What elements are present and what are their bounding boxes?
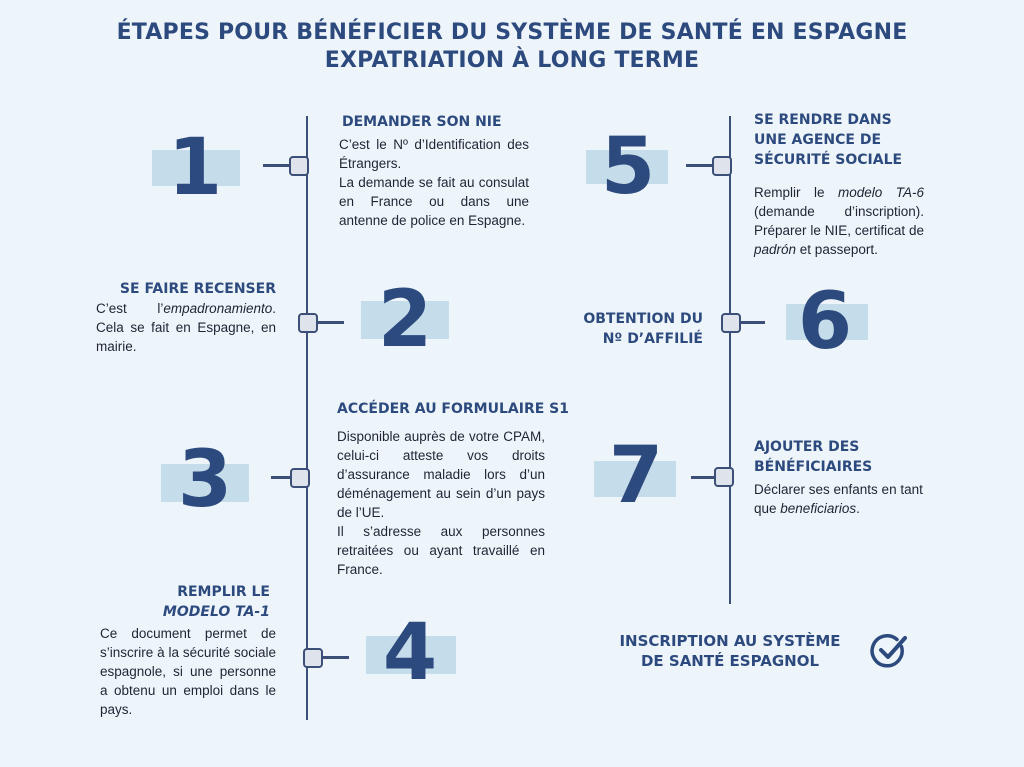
step-3-number: 3 bbox=[177, 435, 233, 525]
step-5-heading: SE RENDRE DANS UNE AGENCE DE SÉCURITÉ SO… bbox=[754, 112, 903, 168]
step-2-body-post: . Cela se fait en Espagne, en mairie. bbox=[96, 301, 276, 354]
step-2-body-pre: C’est l’ bbox=[96, 301, 164, 316]
final-label-line1: INSCRIPTION AU SYSTÈME bbox=[619, 632, 841, 650]
step-4-body: Ce document permet de s’inscrire à la sé… bbox=[100, 626, 276, 717]
step-3-node bbox=[290, 468, 310, 488]
step-2-number: 2 bbox=[377, 275, 433, 365]
title-line-1: ÉTAPES POUR BÉNÉFICIER DU SYSTÈME DE SAN… bbox=[116, 20, 908, 45]
step-2-body: C’est l’empadronamiento. Cela se fait en… bbox=[96, 299, 276, 356]
step-6-number-bg bbox=[786, 304, 868, 340]
step-5-body-1: Remplir le bbox=[754, 185, 838, 200]
step-1-body-p2: La demande se fait au consulat en France… bbox=[339, 175, 529, 228]
step-5-number: 5 bbox=[600, 122, 656, 212]
step-1-node bbox=[289, 156, 309, 176]
step-1-connector bbox=[263, 164, 291, 167]
step-6-connector bbox=[741, 321, 765, 324]
step-6-node bbox=[721, 313, 741, 333]
step-6-heading: OBTENTION DU Nº D’AFFILIÉ bbox=[560, 309, 703, 349]
step-5-node bbox=[712, 156, 732, 176]
step-7-heading: AJOUTER DES BÉNÉFICIAIRES bbox=[754, 439, 873, 475]
step-4-heading-italic: MODELO TA-1 bbox=[162, 604, 270, 620]
step-5-body-2: modelo TA-6 bbox=[837, 185, 924, 200]
step-1-body: C’est le Nº d’Identification des Étrange… bbox=[339, 135, 529, 230]
step-3-body-p1: Disponible auprès de votre CPAM, celui-c… bbox=[337, 429, 545, 520]
step-1-number-bg bbox=[152, 150, 240, 186]
step-4-heading: REMPLIR LE MODELO TA-1 bbox=[120, 582, 270, 622]
step-1-heading: DEMANDER SON NIE bbox=[342, 114, 502, 130]
step-2-heading: SE FAIRE RECENSER bbox=[119, 281, 276, 297]
step-2-number-bg bbox=[361, 301, 449, 339]
final-label-line2: DE SANTÉ ESPAGNOL bbox=[640, 652, 820, 670]
step-7-number: 7 bbox=[608, 431, 664, 521]
step-6-heading-line1: OBTENTION DU bbox=[583, 311, 703, 327]
step-5-body: Remplir le modelo TA-6 (demande d’inscri… bbox=[754, 183, 924, 259]
step-5-body-4: padrón bbox=[754, 242, 797, 257]
step-3-body-p2: Il s’adresse aux personnes retraitées ou… bbox=[337, 524, 545, 577]
step-7-body: Déclarer ses enfants en tant que benefic… bbox=[754, 480, 924, 518]
step-4-number: 4 bbox=[382, 608, 438, 698]
step-5-connector bbox=[686, 164, 714, 167]
step-7-node bbox=[714, 467, 734, 487]
step-3-number-bg bbox=[161, 464, 249, 502]
step-6-heading-line2: Nº D’AFFILIÉ bbox=[602, 331, 703, 347]
step-2-body-italic: empadronamiento bbox=[163, 301, 273, 316]
step-7-body-pre: Déclarer ses enfants en tant que bbox=[754, 482, 923, 516]
step-1-body-p1: C’est le Nº d’Identification des Étrange… bbox=[339, 137, 529, 171]
step-5-body-5: et passeport. bbox=[796, 242, 878, 257]
timeline-right bbox=[729, 116, 731, 604]
timeline-left bbox=[306, 116, 308, 720]
title-line-2: EXPATRIATION À LONG TERME bbox=[324, 48, 700, 73]
step-3-connector bbox=[271, 476, 291, 479]
step-4-heading-line1: REMPLIR LE bbox=[177, 584, 270, 600]
step-7-number-bg bbox=[594, 461, 676, 497]
step-6-number: 6 bbox=[797, 277, 853, 367]
step-2-node bbox=[298, 313, 318, 333]
step-7-connector bbox=[691, 476, 715, 479]
step-3-body: Disponible auprès de votre CPAM, celui-c… bbox=[337, 427, 545, 579]
step-3-heading: ACCÉDER AU FORMULAIRE S1 bbox=[337, 401, 569, 417]
final-label: INSCRIPTION AU SYSTÈME DE SANTÉ ESPAGNOL bbox=[596, 631, 864, 671]
step-4-number-bg bbox=[366, 636, 456, 674]
step-7-body-post: . bbox=[856, 501, 860, 516]
step-4-node bbox=[303, 648, 323, 668]
step-7-body-italic: beneficiarios bbox=[780, 501, 857, 516]
step-2-connector bbox=[318, 321, 344, 324]
step-4-connector bbox=[323, 656, 349, 659]
step-5-body-3: (demande d’inscription). Préparer le NIE… bbox=[754, 204, 924, 238]
step-4-heading-line2: MODELO TA-1 bbox=[120, 602, 270, 622]
check-circle-icon bbox=[870, 634, 907, 668]
step-5-number-bg bbox=[586, 150, 668, 184]
step-1-number: 1 bbox=[167, 123, 223, 213]
